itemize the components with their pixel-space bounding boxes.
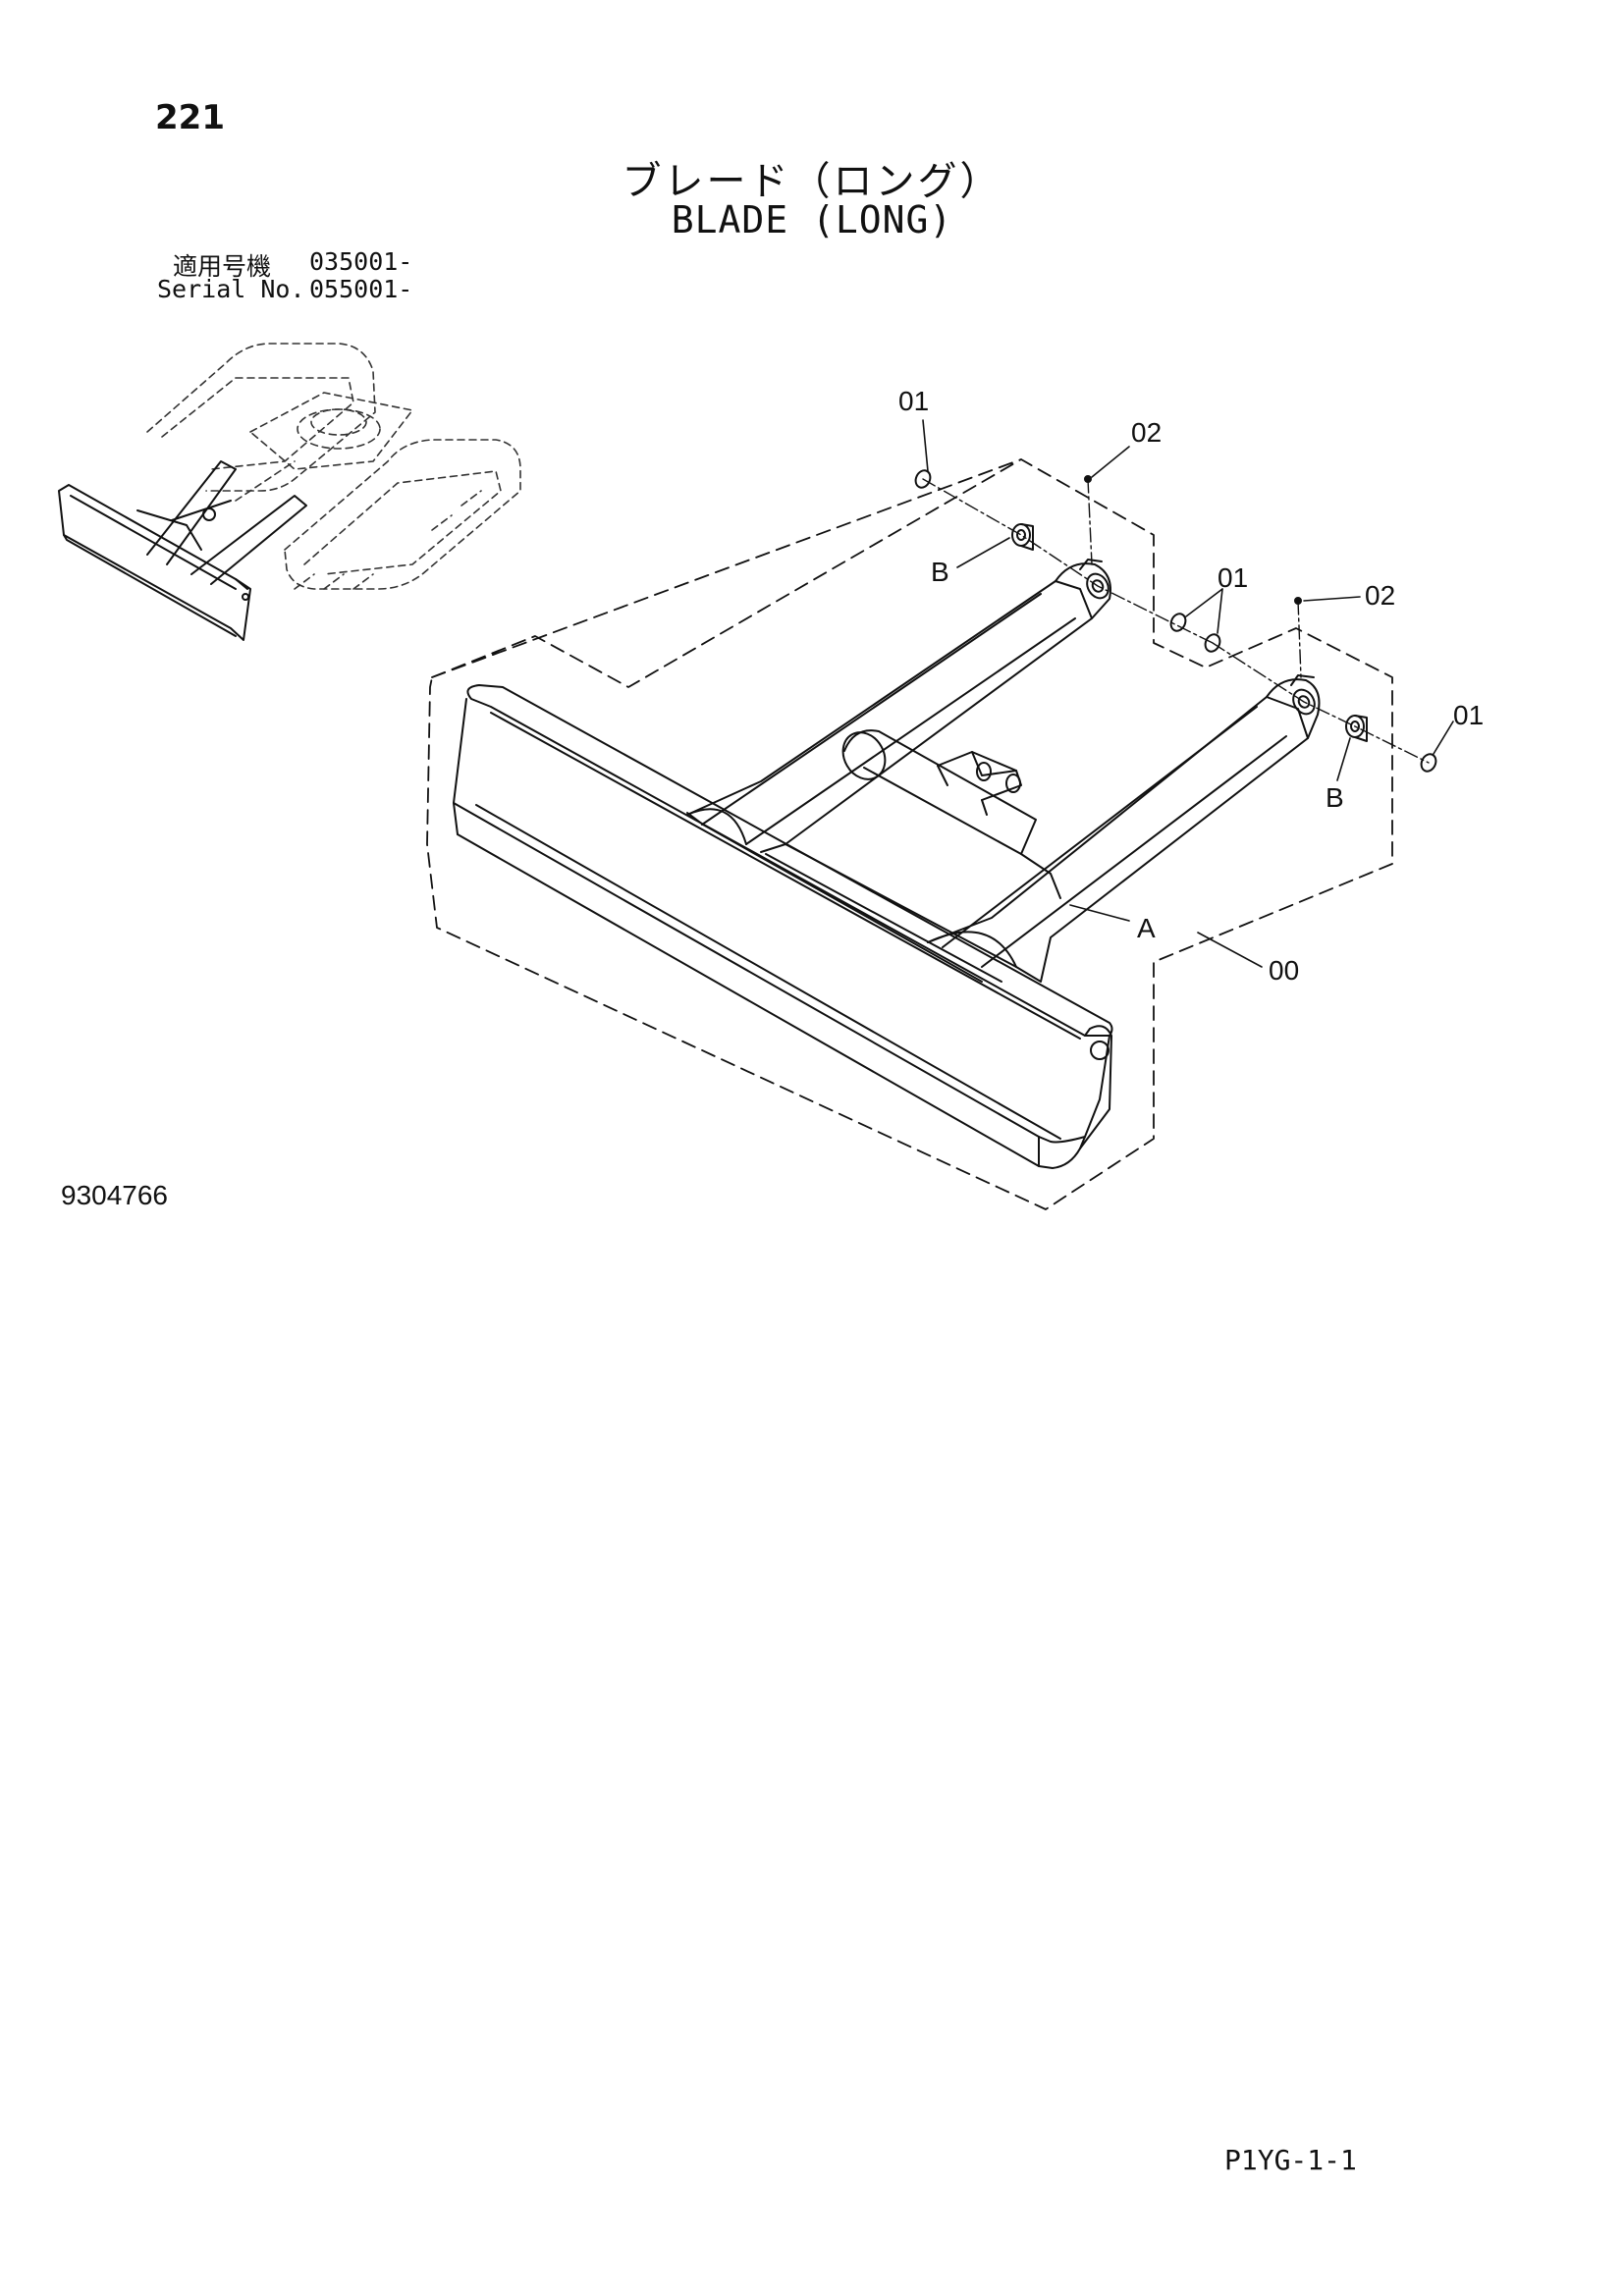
- callout-a: A: [1137, 913, 1156, 943]
- callout-00: 00: [1269, 955, 1299, 986]
- serial-jp-value: 035001-: [309, 247, 413, 276]
- bushing-right: [1345, 715, 1368, 742]
- callout-labels: 01 02 B 01 02 01 B A 00: [898, 386, 1484, 986]
- callout-b-right: B: [1326, 782, 1344, 813]
- left-arm: [686, 559, 1111, 853]
- leader-lines: [922, 419, 1454, 968]
- callout-b-left: B: [931, 557, 949, 587]
- title-english: BLADE (LONG): [671, 198, 953, 241]
- page-number: 221: [155, 98, 225, 137]
- callout-01-mid: 01: [1218, 562, 1248, 593]
- cross-tube: [765, 729, 1037, 983]
- sheet-code: P1YG-1-1: [1224, 2144, 1357, 2176]
- callout-01-right: 01: [1453, 700, 1484, 730]
- title-japanese: ブレード（ロング）: [622, 159, 1002, 204]
- serial-en-value: 055001-: [309, 275, 413, 303]
- callout-02-top: 02: [1131, 417, 1162, 448]
- center-bracket: [937, 751, 1022, 816]
- drawing-number: 9304766: [61, 1180, 169, 1210]
- seal-mid-a: [1169, 613, 1187, 632]
- serial-jp-label: 適用号機: [173, 252, 272, 281]
- right-arm: [927, 674, 1321, 983]
- undercarriage-thumbnail: [58, 343, 521, 641]
- callout-01-top: 01: [898, 386, 929, 416]
- pin-axis-lines: [922, 478, 1430, 764]
- callout-02-right: 02: [1365, 580, 1395, 611]
- blade-plate: [453, 684, 1113, 1169]
- bushing-left: [1011, 523, 1034, 551]
- serial-en-label: Serial No.: [157, 275, 305, 303]
- assembly-boundary: [426, 458, 1393, 1210]
